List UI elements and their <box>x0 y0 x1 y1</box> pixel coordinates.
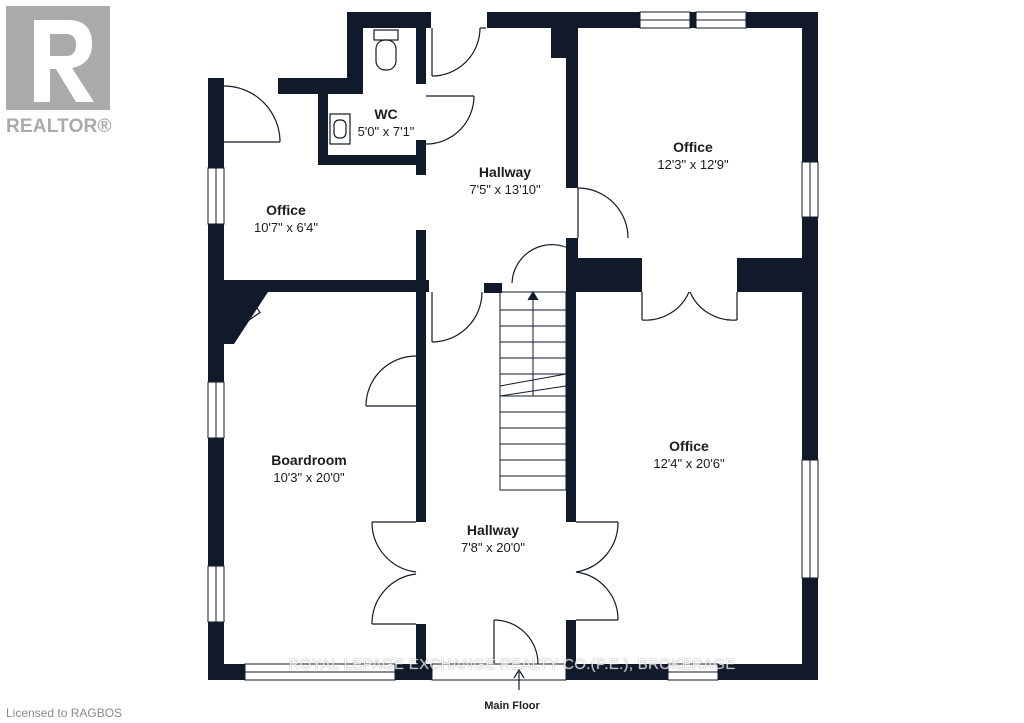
sink <box>329 113 351 145</box>
wall-wc-bottom <box>318 155 418 165</box>
wall-wc-left <box>318 94 328 164</box>
wall-stair-top <box>484 283 502 293</box>
door-office-double <box>641 291 738 321</box>
license-text: Licensed to RAGBOS <box>6 706 123 720</box>
wall-right <box>802 12 818 680</box>
door-wc <box>425 95 475 145</box>
room-dims: 10'3" x 20'0" <box>273 470 345 485</box>
door-office-south-double <box>575 521 619 621</box>
room-dims: 12'4" x 20'6" <box>653 456 725 471</box>
wall-hall-top <box>487 12 565 28</box>
entrance-arrow-icon <box>513 668 525 690</box>
room-name: Office <box>669 438 709 454</box>
wall-office-divider-left <box>572 258 642 292</box>
door-hall-top <box>431 27 486 77</box>
wall-wc-right-lower <box>416 140 426 175</box>
wall-wc-top <box>347 12 431 28</box>
door-boardroom-double <box>371 521 417 625</box>
brokerage-watermark: ROYAL LEPAGE EXCHANGE REALTY CO.(P.E.), … <box>288 656 736 673</box>
room-dims: 7'5" x 13'10" <box>469 182 541 197</box>
wall-top-left <box>278 78 360 94</box>
room-label-office-west: Office 10'7" x 6'4" <box>254 201 318 237</box>
wall-office-divider-right <box>737 258 817 292</box>
room-label-hallway-lower: Hallway 7'8" x 20'0" <box>461 521 525 557</box>
door-boardroom <box>365 355 417 407</box>
room-name: Boardroom <box>271 452 347 468</box>
room-label-wc: WC 5'0" x 7'1" <box>358 105 415 141</box>
realtor-logo-icon <box>6 6 110 110</box>
room-label-office-southeast: Office 12'4" x 20'6" <box>653 437 724 473</box>
door-hall-small <box>431 291 483 343</box>
wall-board-corner <box>224 292 268 344</box>
room-name: WC <box>374 106 398 122</box>
door-stair <box>511 244 573 288</box>
room-name: Hallway <box>478 164 532 180</box>
room-name: Office <box>266 202 306 218</box>
room-label-boardroom: Boardroom 10'3" x 20'0" <box>271 451 346 487</box>
wall-board-right <box>416 292 426 522</box>
room-label-hallway-upper: Hallway 7'5" x 13'10" <box>469 163 540 199</box>
room-name: Hallway <box>466 522 520 538</box>
wall-hall-divider <box>416 230 426 292</box>
wall-office-top-stub <box>551 28 567 58</box>
wall-office-left <box>224 280 429 292</box>
wall-stair-right <box>566 288 576 522</box>
wall-office-west-low <box>566 620 576 668</box>
floor-label: Main Floor <box>484 700 540 712</box>
realtor-logo-text: REALTOR® <box>6 116 112 137</box>
door-office-ne <box>577 187 629 239</box>
wall-office-west-upper <box>566 28 578 188</box>
room-dims: 5'0" x 7'1" <box>357 124 415 139</box>
wall-board-right-low <box>416 624 426 668</box>
room-dims: 10'7" x 6'4" <box>253 220 319 235</box>
door-front <box>493 619 539 665</box>
wall-wc-right <box>416 28 426 84</box>
front-door-gap <box>431 663 567 681</box>
wall-wc-step <box>347 12 363 94</box>
toilet-tank <box>373 29 399 41</box>
room-dims: 12'3" x 12'9" <box>657 157 729 172</box>
room-label-office-northeast: Office 12'3" x 12'9" <box>657 138 728 174</box>
door-office-left <box>223 85 281 143</box>
fireplace <box>233 300 261 326</box>
room-dims: 7'8" x 20'0" <box>460 540 526 555</box>
staircase <box>499 291 567 491</box>
room-name: Office <box>673 139 713 155</box>
toilet-bowl <box>375 39 397 71</box>
wc-fixtures <box>233 29 399 326</box>
wall-top-right <box>565 12 818 28</box>
